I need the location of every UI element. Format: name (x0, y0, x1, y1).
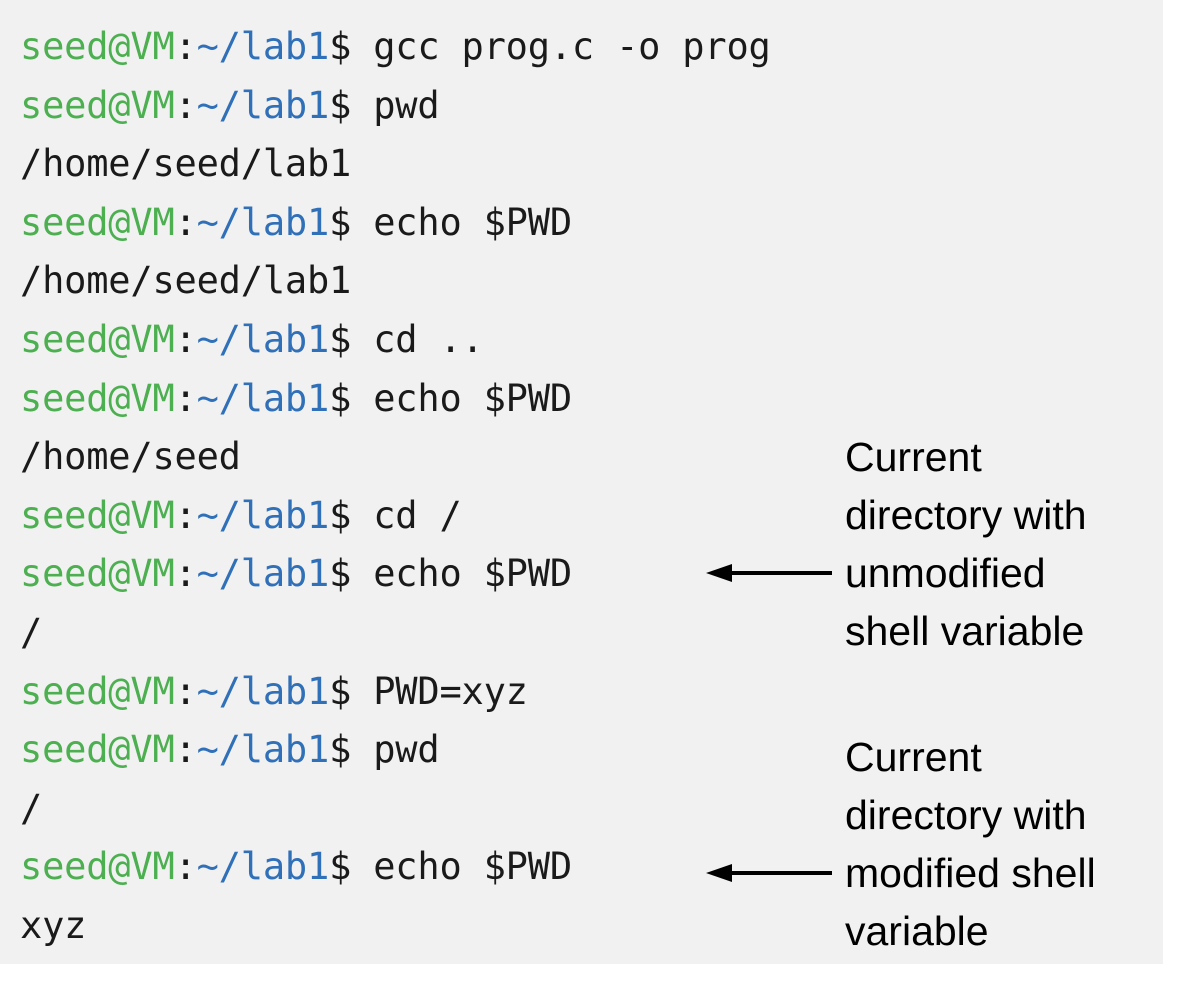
terminal-output-text: /home/seed (20, 435, 241, 479)
prompt-user-host: seed@VM (20, 845, 175, 889)
prompt-user-host: seed@VM (20, 25, 175, 68)
prompt-colon: : (174, 728, 197, 772)
prompt-path: ~/lab1 (196, 317, 330, 361)
terminal-output-line: /home/seed/lab1 (20, 252, 780, 311)
annotation-text-line: Current (845, 434, 982, 480)
prompt-colon: : (174, 669, 197, 713)
terminal-command-line: seed@VM:~/lab1$ pwd (20, 721, 780, 780)
annotation-text-line: directory with (845, 492, 1087, 538)
prompt-path: ~/lab1 (196, 845, 330, 889)
terminal-command-line: seed@VM:~/lab1$ echo $PWD (20, 545, 780, 604)
annotation-text-line: directory with (845, 792, 1087, 838)
terminal-command-text: echo $PWD (351, 200, 572, 244)
prompt-path: ~/lab1 (196, 669, 330, 713)
prompt-user-host: seed@VM (20, 376, 175, 420)
prompt-colon: : (174, 845, 197, 889)
terminal-command-line: seed@VM:~/lab1$ pwd (20, 77, 780, 136)
prompt-colon: : (174, 376, 197, 420)
terminal-output-text: / (20, 610, 43, 654)
prompt-sigil: $ (329, 845, 352, 889)
prompt-colon: : (174, 552, 197, 596)
prompt-colon: : (174, 200, 197, 244)
terminal-command-line: seed@VM:~/lab1$ cd / (20, 487, 780, 546)
prompt-colon: : (174, 317, 197, 361)
prompt-sigil: $ (329, 728, 352, 772)
prompt-sigil: $ (329, 669, 352, 713)
annotation-text-line: modified shell (845, 850, 1096, 896)
terminal-output-line: / (20, 604, 780, 663)
left-arrow-icon (706, 861, 832, 885)
annotation-unmodified-shell-variable: Current directory with unmodified shell … (845, 428, 1155, 660)
prompt-sigil: $ (329, 200, 352, 244)
prompt-sigil: $ (329, 25, 352, 68)
terminal-command-line: seed@VM:~/lab1$ gcc prog.c -o prog (20, 18, 780, 77)
prompt-path: ~/lab1 (196, 83, 330, 127)
terminal-output-text: /home/seed/lab1 (20, 142, 352, 186)
terminal-command-text: cd .. (351, 317, 484, 361)
terminal-command-text: echo $PWD (351, 845, 572, 889)
prompt-colon: : (174, 493, 197, 537)
prompt-user-host: seed@VM (20, 493, 175, 537)
terminal-output-text: /home/seed/lab1 (20, 259, 352, 303)
prompt-user-host: seed@VM (20, 669, 175, 713)
prompt-path: ~/lab1 (196, 552, 330, 596)
prompt-sigil: $ (329, 493, 352, 537)
left-arrow-icon (706, 561, 832, 585)
prompt-path: ~/lab1 (196, 376, 330, 420)
prompt-sigil: $ (329, 317, 352, 361)
annotation-text-line: variable (845, 908, 989, 954)
prompt-user-host: seed@VM (20, 728, 175, 772)
prompt-user-host: seed@VM (20, 83, 175, 127)
prompt-path: ~/lab1 (196, 493, 330, 537)
annotation-text-line: unmodified (845, 550, 1046, 596)
terminal-output-line: /home/seed (20, 428, 780, 487)
terminal-output-text: xyz (20, 903, 87, 947)
terminal-output-line: xyz (20, 897, 780, 956)
terminal-command-text: echo $PWD (351, 552, 572, 596)
terminal-command-line: seed@VM:~/lab1$ echo $PWD (20, 370, 780, 429)
terminal-output-line: /home/seed/lab1 (20, 135, 780, 194)
prompt-user-host: seed@VM (20, 200, 175, 244)
terminal-command-line: seed@VM:~/lab1$ cd .. (20, 311, 780, 370)
terminal-output-text: / (20, 786, 43, 830)
terminal-output-line: / (20, 780, 780, 839)
prompt-sigil: $ (329, 552, 352, 596)
annotation-text-line: Current (845, 734, 982, 780)
terminal-command-line: seed@VM:~/lab1$ echo $PWD (20, 838, 780, 897)
prompt-user-host: seed@VM (20, 317, 175, 361)
terminal-command-text: gcc prog.c -o prog (351, 25, 771, 68)
terminal-command-text: echo $PWD (351, 376, 572, 420)
terminal-command-line: seed@VM:~/lab1$ PWD=xyz (20, 663, 780, 722)
prompt-path: ~/lab1 (196, 25, 330, 68)
terminal-command-line: seed@VM:~/lab1$ echo $PWD (20, 194, 780, 253)
prompt-sigil: $ (329, 376, 352, 420)
annotation-text-line: shell variable (845, 608, 1085, 654)
terminal-command-text: pwd (351, 728, 440, 772)
annotation-modified-shell-variable: Current directory with modified shell va… (845, 728, 1155, 960)
terminal-command-text: pwd (351, 83, 440, 127)
prompt-colon: : (174, 83, 197, 127)
terminal-command-text: cd / (351, 493, 462, 537)
prompt-user-host: seed@VM (20, 552, 175, 596)
terminal-panel (0, 0, 1163, 964)
prompt-path: ~/lab1 (196, 200, 330, 244)
prompt-path: ~/lab1 (196, 728, 330, 772)
prompt-sigil: $ (329, 83, 352, 127)
prompt-colon: : (174, 25, 197, 68)
terminal-command-text: PWD=xyz (351, 669, 528, 713)
